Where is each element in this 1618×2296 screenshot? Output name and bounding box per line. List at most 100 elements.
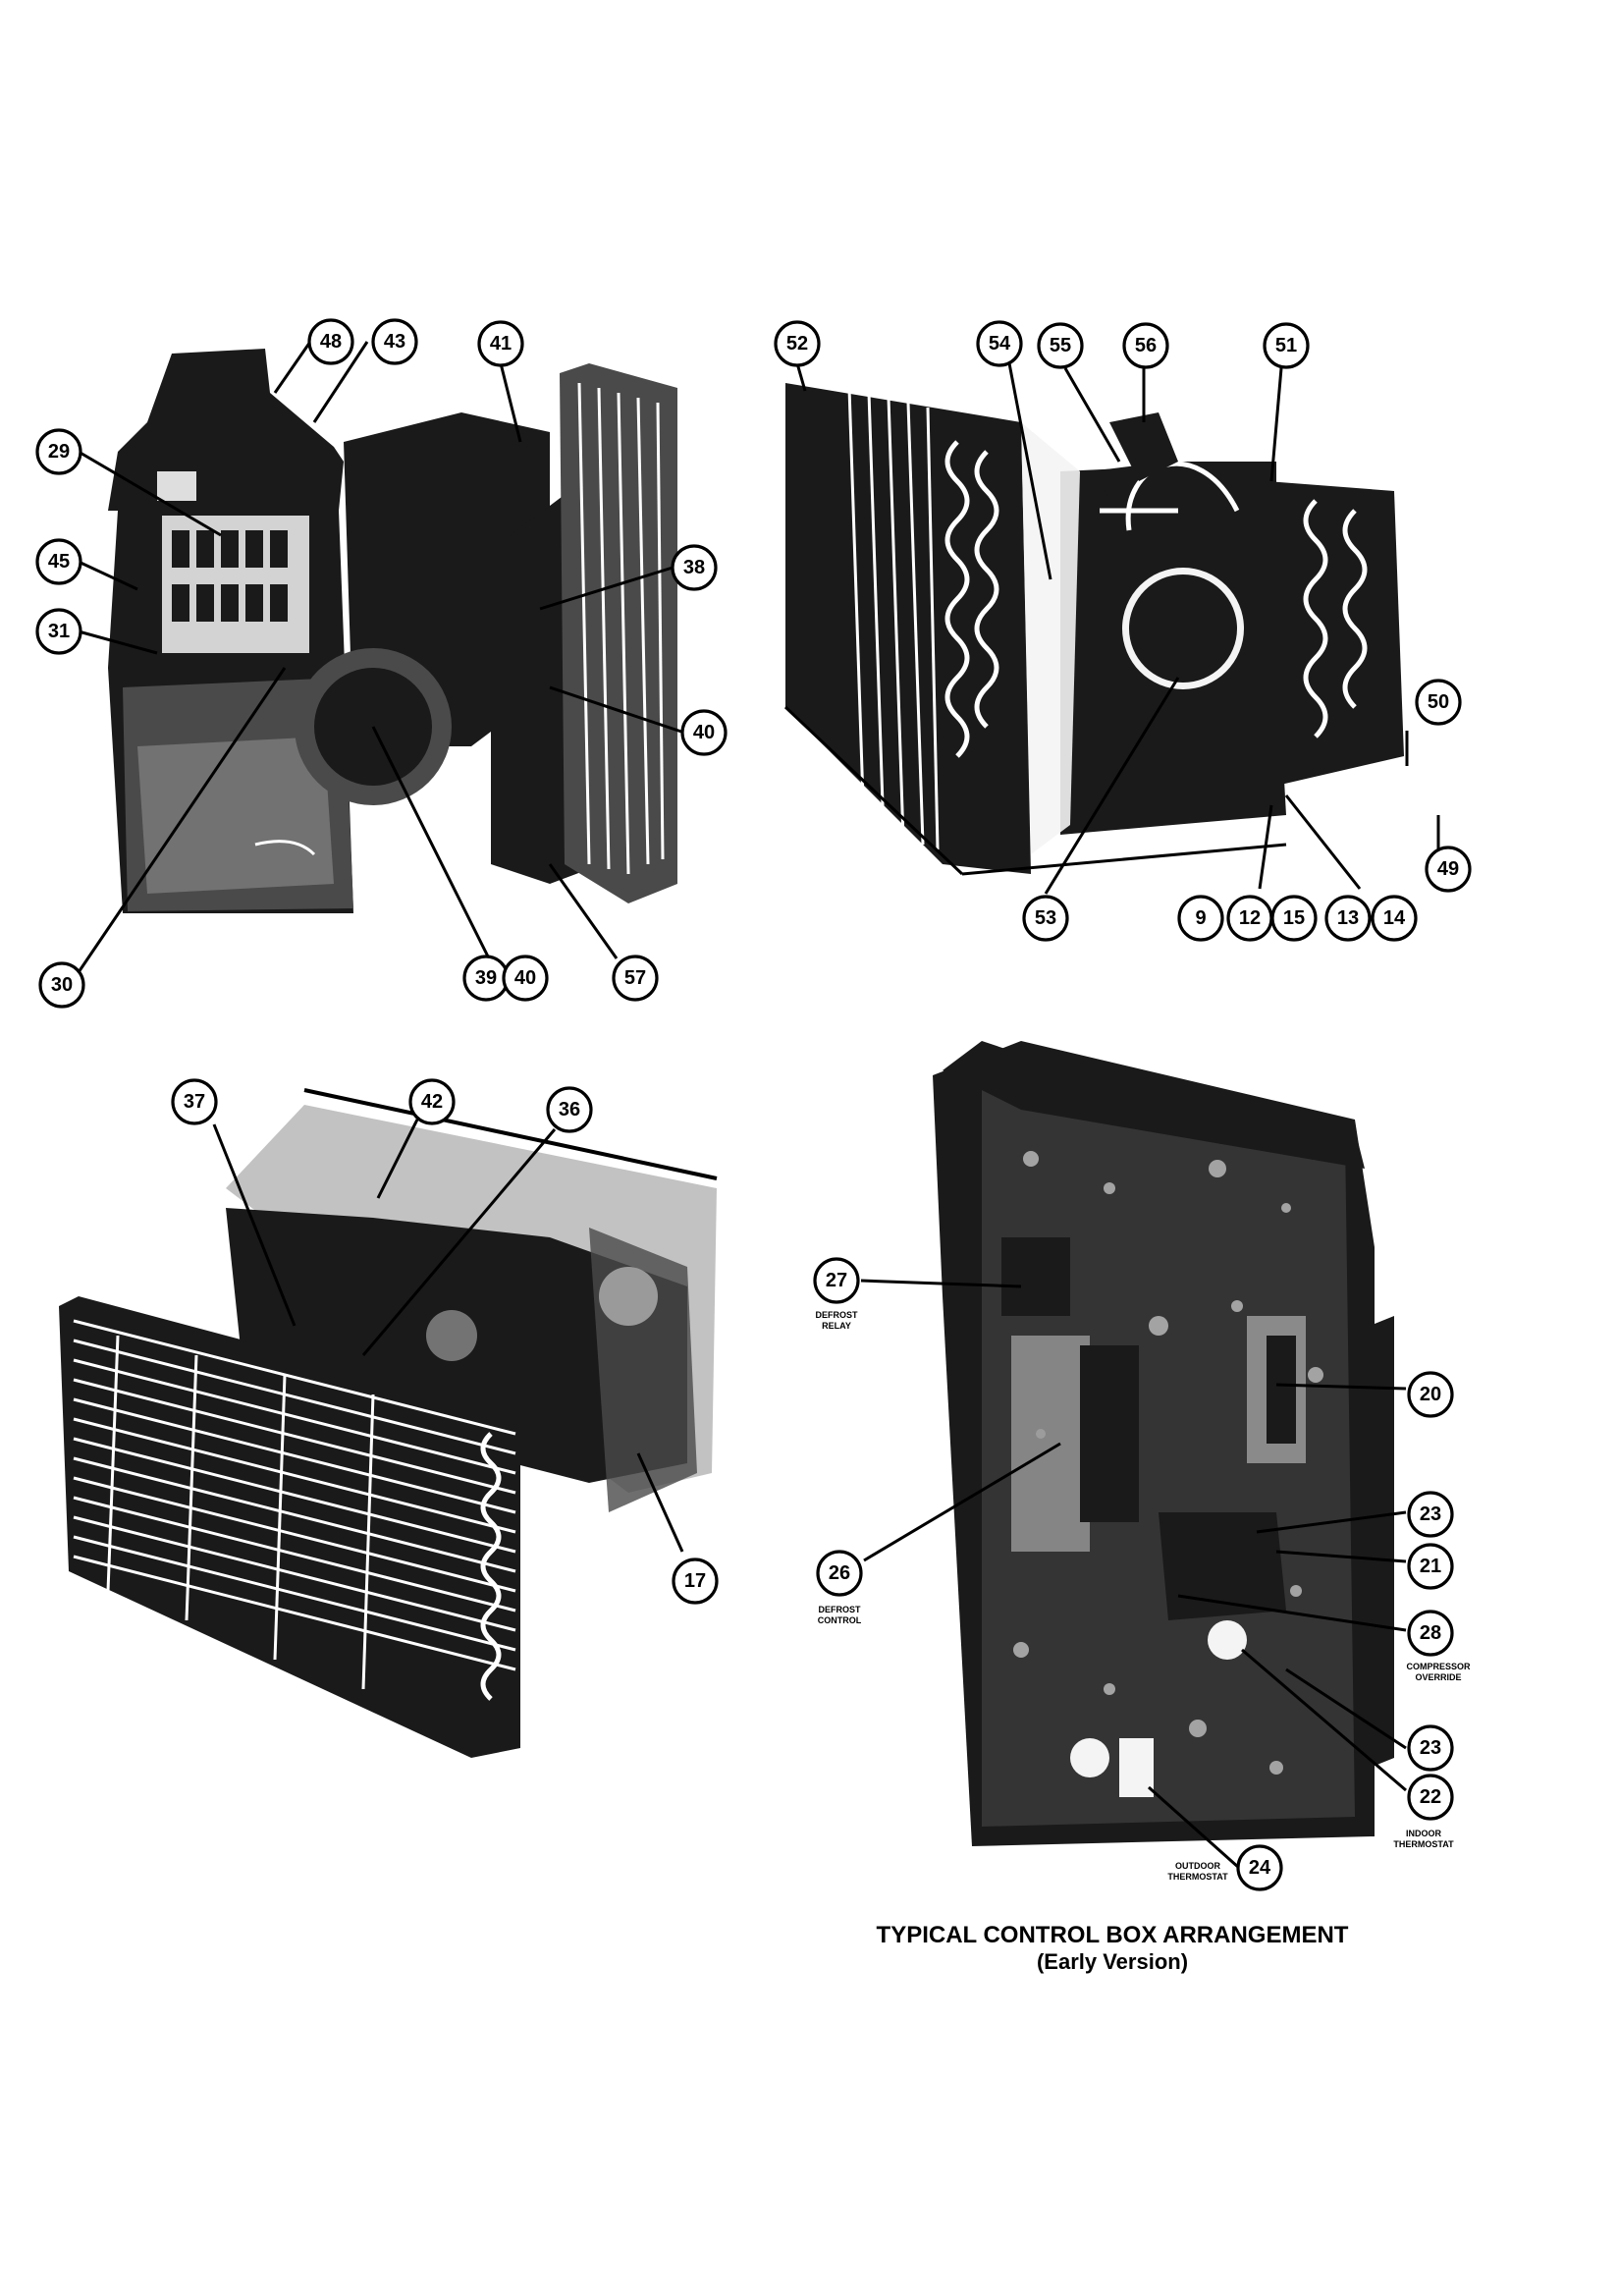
svg-text:COMPRESSOR: COMPRESSOR bbox=[1406, 1662, 1471, 1671]
leader-lines bbox=[77, 341, 1440, 1870]
caption-title: TYPICAL CONTROL BOX ARRANGEMENT bbox=[877, 1922, 1349, 1948]
callout-23-upper: 23 bbox=[1407, 1491, 1454, 1538]
condenser-fins bbox=[577, 382, 665, 875]
callout-42: 42 bbox=[408, 1078, 456, 1125]
callout-50: 50 bbox=[1415, 679, 1462, 726]
svg-text:55: 55 bbox=[1050, 335, 1071, 356]
callout-14: 14 bbox=[1371, 895, 1418, 942]
svg-text:DEFROST: DEFROST bbox=[818, 1605, 861, 1614]
svg-text:24: 24 bbox=[1249, 1857, 1271, 1879]
callout-27: 27 bbox=[813, 1257, 860, 1304]
callout-26: 26 bbox=[816, 1550, 863, 1597]
svg-text:52: 52 bbox=[786, 333, 808, 355]
svg-text:20: 20 bbox=[1420, 1384, 1441, 1405]
svg-text:13: 13 bbox=[1337, 907, 1359, 929]
svg-text:57: 57 bbox=[624, 967, 646, 989]
callout-23-lower: 23 bbox=[1407, 1724, 1454, 1772]
svg-text:53: 53 bbox=[1035, 907, 1056, 929]
callout-29: 29 bbox=[35, 428, 82, 475]
callout-31: 31 bbox=[35, 608, 82, 655]
svg-text:9: 9 bbox=[1195, 907, 1206, 929]
caption-subtitle: (Early Version) bbox=[1037, 1949, 1188, 1974]
svg-text:DEFROST: DEFROST bbox=[815, 1310, 858, 1320]
callout-13: 13 bbox=[1324, 895, 1372, 942]
callout-9: 9 bbox=[1177, 895, 1224, 942]
svg-text:21: 21 bbox=[1420, 1556, 1441, 1577]
callout-40-upper: 40 bbox=[680, 709, 728, 756]
svg-text:37: 37 bbox=[184, 1091, 205, 1113]
callout-54: 54 bbox=[976, 320, 1023, 367]
front-coil-fins bbox=[73, 1319, 516, 1690]
outdoor-coil-left bbox=[847, 387, 940, 850]
callout-21: 21 bbox=[1407, 1543, 1454, 1590]
svg-text:RELAY: RELAY bbox=[822, 1321, 851, 1331]
callout-20: 20 bbox=[1407, 1371, 1454, 1418]
callout-39: 39 bbox=[462, 955, 510, 1002]
label-defrost-relay: DEFROST RELAY bbox=[815, 1310, 858, 1331]
callout-41: 41 bbox=[477, 320, 524, 367]
svg-text:15: 15 bbox=[1283, 907, 1305, 929]
svg-text:22: 22 bbox=[1420, 1786, 1441, 1808]
svg-text:CONTROL: CONTROL bbox=[818, 1615, 862, 1625]
svg-text:27: 27 bbox=[826, 1270, 847, 1291]
svg-text:31: 31 bbox=[48, 621, 70, 642]
terminal-block bbox=[162, 516, 309, 653]
callout-30: 30 bbox=[38, 961, 85, 1009]
svg-text:40: 40 bbox=[514, 967, 536, 989]
svg-text:39: 39 bbox=[475, 967, 497, 989]
svg-text:14: 14 bbox=[1383, 907, 1406, 929]
callout-17: 17 bbox=[672, 1558, 719, 1605]
callout-24: 24 bbox=[1236, 1844, 1283, 1891]
photo-top-left-unit bbox=[108, 349, 677, 913]
svg-text:28: 28 bbox=[1420, 1622, 1441, 1644]
svg-text:36: 36 bbox=[559, 1099, 580, 1121]
svg-text:51: 51 bbox=[1275, 335, 1297, 356]
svg-text:50: 50 bbox=[1428, 691, 1449, 713]
photo-control-box bbox=[933, 1041, 1394, 1846]
svg-text:17: 17 bbox=[684, 1570, 706, 1592]
callout-12: 12 bbox=[1226, 895, 1273, 942]
svg-text:41: 41 bbox=[490, 333, 512, 355]
callout-52: 52 bbox=[774, 320, 821, 367]
label-defrost-control: DEFROST CONTROL bbox=[818, 1605, 862, 1625]
svg-text:12: 12 bbox=[1239, 907, 1261, 929]
callout-57: 57 bbox=[612, 955, 659, 1002]
svg-text:56: 56 bbox=[1135, 335, 1157, 356]
callout-51: 51 bbox=[1263, 322, 1310, 369]
callout-43: 43 bbox=[371, 318, 418, 365]
label-outdoor-thermostat: OUTDOOR THERMOSTAT bbox=[1167, 1861, 1228, 1882]
photo-top-right-unit bbox=[783, 383, 1404, 876]
svg-text:42: 42 bbox=[421, 1091, 443, 1113]
svg-text:23: 23 bbox=[1420, 1737, 1441, 1759]
svg-text:23: 23 bbox=[1420, 1503, 1441, 1525]
photo-bottom-left-unit bbox=[59, 1088, 718, 1758]
svg-text:INDOOR: INDOOR bbox=[1406, 1829, 1442, 1838]
svg-text:48: 48 bbox=[320, 331, 342, 353]
svg-text:40: 40 bbox=[693, 722, 715, 743]
callout-38: 38 bbox=[671, 544, 718, 591]
label-compressor-override: COMPRESSOR OVERRIDE bbox=[1406, 1662, 1471, 1682]
callout-40-lower: 40 bbox=[502, 955, 549, 1002]
callout-56: 56 bbox=[1122, 322, 1169, 369]
callout-15: 15 bbox=[1270, 895, 1318, 942]
svg-text:54: 54 bbox=[989, 333, 1011, 355]
svg-text:30: 30 bbox=[51, 974, 73, 996]
callout-36: 36 bbox=[546, 1086, 593, 1133]
svg-text:29: 29 bbox=[48, 441, 70, 463]
callout-45: 45 bbox=[35, 538, 82, 585]
callout-55: 55 bbox=[1037, 322, 1084, 369]
svg-text:THERMOSTAT: THERMOSTAT bbox=[1167, 1872, 1228, 1882]
callout-22: 22 bbox=[1407, 1774, 1454, 1821]
callout-28: 28 bbox=[1407, 1610, 1454, 1657]
label-indoor-thermostat: INDOOR THERMOSTAT bbox=[1393, 1829, 1454, 1849]
callout-53: 53 bbox=[1022, 895, 1069, 942]
svg-text:OUTDOOR: OUTDOOR bbox=[1175, 1861, 1220, 1871]
svg-text:43: 43 bbox=[384, 331, 405, 353]
svg-text:26: 26 bbox=[829, 1562, 850, 1584]
svg-text:THERMOSTAT: THERMOSTAT bbox=[1393, 1839, 1454, 1849]
svg-text:49: 49 bbox=[1437, 858, 1459, 880]
callout-49: 49 bbox=[1425, 846, 1472, 893]
svg-text:OVERRIDE: OVERRIDE bbox=[1415, 1672, 1461, 1682]
svg-text:45: 45 bbox=[48, 551, 70, 573]
